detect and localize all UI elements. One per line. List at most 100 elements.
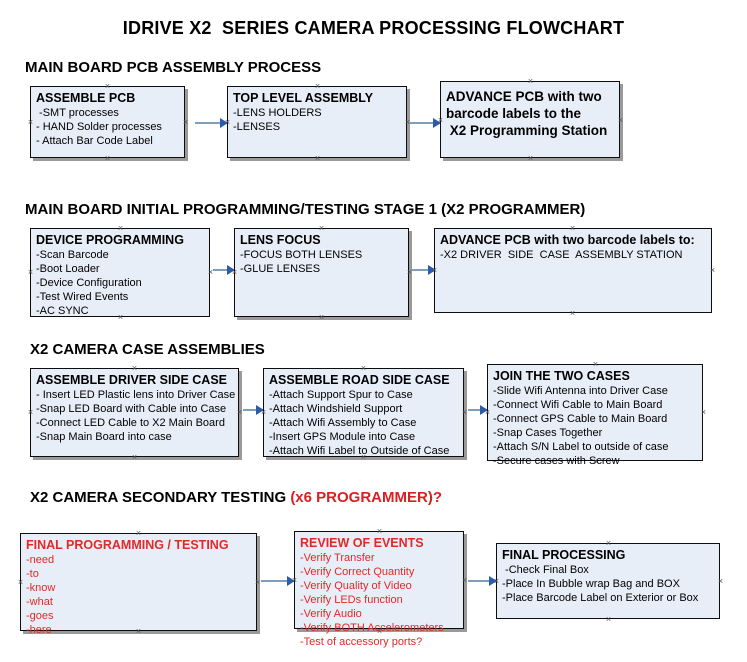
arrow-head-icon	[489, 576, 497, 586]
node-join-the-two-cases[interactable]: JOIN THE TWO CASES -Slide Wifi Antenna i…	[487, 364, 703, 467]
node-line: -Place Barcode Label on Exterior or Box	[502, 592, 699, 604]
node-assemble-road-side-case[interactable]: ASSEMBLE ROAD SIDE CASE -Attach Support …	[263, 368, 464, 457]
node-line: -Attach Windshield Support	[269, 403, 403, 415]
node-line: -X2 DRIVER SIDE CASE ASSEMBLY STATION	[440, 249, 683, 261]
node-line: -goes	[26, 610, 54, 622]
node-line: -Snap LED Board with Cable into Case	[36, 403, 227, 415]
connector-2-1	[213, 265, 235, 275]
node-line: -Secure cases with Screw	[493, 455, 620, 467]
section-heading-4-accent: (x6 PROGRAMMER)?	[290, 489, 442, 506]
node-line: -Device Configuration	[36, 277, 142, 289]
section-heading-4: X2 CAMERA SECONDARY TESTING (x6 PROGRAMM…	[30, 489, 442, 506]
arrow-head-icon	[227, 265, 235, 275]
section-heading-1: MAIN BOARD PCB ASSEMBLY PROCESS	[25, 59, 322, 76]
node-line: -Verify Correct Quantity	[300, 566, 415, 578]
node-advance-pcb-driver-side[interactable]: ADVANCE PCB with two barcode labels to: …	[434, 228, 712, 313]
connector-2-2	[412, 265, 436, 275]
node-title: ASSEMBLE PCB	[36, 91, 136, 105]
node-line: -Verify BOTH Accelerometers	[300, 622, 444, 634]
node-line-overflow: -Test of accessory ports?	[300, 636, 423, 648]
node-line: -FOCUS BOTH LENSES	[240, 249, 363, 261]
node-line: -LENS HOLDERS	[233, 107, 322, 119]
node-line: -Attach Support Spur to Case	[269, 389, 413, 401]
node-title: ADVANCE PCB with two barcode labels to:	[440, 233, 695, 247]
node-line: -know	[26, 582, 56, 594]
node-final-processing[interactable]: FINAL PROCESSING -Check Final Box -Place…	[496, 543, 720, 619]
node-title-line2: barcode labels to the	[446, 106, 582, 121]
arrow-head-icon	[480, 405, 488, 415]
node-line: -Scan Barcode	[36, 249, 109, 261]
arrow-head-icon	[287, 576, 295, 586]
arrow-head-icon	[220, 118, 228, 128]
node-top-level-assembly[interactable]: TOP LEVEL ASSEMBLY -LENS HOLDERS -LENSES	[227, 86, 407, 158]
node-title-line3: X2 Programming Station	[446, 123, 608, 138]
node-line: -need	[26, 554, 55, 566]
connector-shaft	[261, 580, 294, 582]
node-line: -Attach Wifi Assembly to Case	[269, 417, 417, 429]
connector-4-2	[468, 576, 497, 586]
connector-shaft	[412, 269, 435, 271]
node-line: -SMT processes	[36, 107, 119, 119]
connector-shaft	[468, 409, 487, 411]
node-line: -Verify Audio	[300, 608, 362, 620]
node-title: ASSEMBLE ROAD SIDE CASE	[269, 373, 450, 387]
node-title: ADVANCE PCB with two	[446, 89, 602, 104]
node-title: FINAL PROCESSING	[502, 548, 626, 562]
node-line: -Boot Loader	[36, 263, 100, 275]
node-device-programming[interactable]: DEVICE PROGRAMMING -Scan Barcode -Boot L…	[30, 228, 210, 317]
node-line: -Connect GPS Cable to Main Board	[493, 413, 668, 425]
connector-shaft	[410, 122, 440, 124]
node-line: -Verify Transfer	[300, 552, 375, 564]
node-line: -Snap Main Board into case	[36, 431, 172, 443]
node-title: LENS FOCUS	[240, 233, 321, 247]
node-line: -Insert GPS Module into Case	[269, 431, 416, 443]
node-title: TOP LEVEL ASSEMBLY	[233, 91, 374, 105]
node-line: -Test Wired Events	[36, 291, 129, 303]
node-title: REVIEW OF EVENTS	[300, 536, 424, 550]
node-title: ASSEMBLE DRIVER SIDE CASE	[36, 373, 228, 387]
arrow-head-icon	[433, 118, 441, 128]
node-lens-focus[interactable]: LENS FOCUS -FOCUS BOTH LENSES -GLUE LENS…	[234, 228, 409, 317]
node-final-programming-testing[interactable]: FINAL PROGRAMMING / TESTING -need -to -k…	[20, 533, 257, 636]
node-line: -Slide Wifi Antenna into Driver Case	[493, 385, 668, 397]
node-line: -GLUE LENSES	[240, 263, 321, 275]
node-review-of-events[interactable]: REVIEW OF EVENTS -Verify Transfer -Verif…	[294, 531, 464, 648]
connector-shaft	[243, 409, 263, 411]
node-line: - Attach Bar Code Label	[36, 135, 153, 147]
node-assemble-pcb[interactable]: ASSEMBLE PCB -SMT processes - HAND Solde…	[30, 86, 185, 158]
section-heading-2: MAIN BOARD INITIAL PROGRAMMING/TESTING S…	[25, 201, 586, 218]
arrow-head-icon	[256, 405, 264, 415]
connector-4-1	[261, 576, 295, 586]
node-line: -Snap Cases Together	[493, 427, 603, 439]
node-line: -Place In Bubble wrap Bag and BOX	[502, 578, 680, 590]
arrow-head-icon	[428, 265, 436, 275]
node-line: -to	[26, 568, 39, 580]
connector-shaft	[213, 269, 234, 271]
node-line: -Verify LEDs function	[300, 594, 403, 606]
connector-shaft	[195, 122, 227, 124]
node-line: -Connect Wifi Cable to Main Board	[493, 399, 663, 411]
connector-3-1	[243, 405, 264, 415]
node-line: -here	[26, 624, 52, 636]
node-assemble-driver-side-case[interactable]: ASSEMBLE DRIVER SIDE CASE - Insert LED P…	[30, 368, 239, 457]
node-line: -Check Final Box	[502, 564, 589, 576]
node-line: -Connect LED Cable to X2 Main Board	[36, 417, 225, 429]
node-title: FINAL PROGRAMMING / TESTING	[26, 538, 229, 552]
connector-1-2	[410, 118, 441, 128]
node-title: DEVICE PROGRAMMING	[36, 233, 184, 247]
node-line: -what	[26, 596, 53, 608]
node-line: -Attach Wifi Label to Outside of Case	[269, 445, 450, 457]
node-advance-pcb-programming-station[interactable]: ADVANCE PCB with two barcode labels to t…	[440, 81, 620, 158]
node-line: -AC SYNC	[36, 305, 89, 317]
connector-3-2	[468, 405, 488, 415]
section-heading-4-text: X2 CAMERA SECONDARY TESTING	[30, 489, 291, 506]
connector-shaft	[468, 580, 496, 582]
node-line: -LENSES	[233, 121, 281, 133]
document-title: IDRIVE X2 SERIES CAMERA PROCESSING FLOWC…	[122, 18, 625, 38]
section-heading-3: X2 CAMERA CASE ASSEMBLIES	[30, 341, 265, 358]
node-line: - HAND Solder processes	[36, 121, 162, 133]
connector-1-1	[195, 118, 228, 128]
node-line: -Attach S/N Label to outside of case	[493, 441, 669, 453]
node-line: - Insert LED Plastic lens into Driver Ca…	[36, 389, 236, 401]
